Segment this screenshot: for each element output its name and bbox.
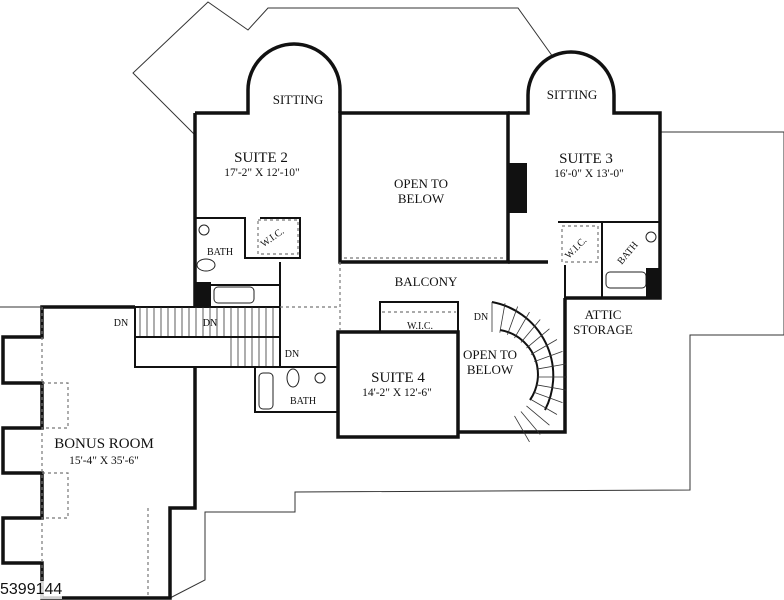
suite3-dims: 16'-0" X 13'-0" xyxy=(554,168,624,180)
bonus-name: BONUS ROOM xyxy=(54,436,154,452)
toilet-icon xyxy=(286,368,300,388)
suite3-name: SUITE 3 xyxy=(559,151,613,167)
tub-icon xyxy=(213,286,255,304)
toilet-icon xyxy=(198,224,210,236)
stair-tread xyxy=(507,306,519,335)
stair-treads xyxy=(139,307,274,367)
balcony-label: BALCONY xyxy=(395,274,458,289)
dn-label-4: DN xyxy=(474,312,488,323)
tub-icon xyxy=(258,372,274,410)
suite4-name: SUITE 4 xyxy=(371,370,425,386)
dn-label-1: DN xyxy=(114,318,128,329)
open-center-line1: OPEN TO xyxy=(394,176,448,191)
wic-right xyxy=(561,225,599,263)
dn-label-2: DN xyxy=(203,318,217,329)
suite3-walls xyxy=(508,50,662,300)
bath-lower-label: BATH xyxy=(290,396,316,407)
column xyxy=(195,282,211,307)
stair-tread xyxy=(514,415,530,443)
roof-outline-right xyxy=(169,131,784,599)
suite2-name: SUITE 2 xyxy=(234,150,288,166)
tub-icon xyxy=(605,271,647,289)
column xyxy=(646,268,660,298)
wic-left xyxy=(257,219,299,255)
stair-tread xyxy=(530,339,558,355)
stair-tread xyxy=(499,303,506,333)
open-stair-line1: OPEN TO xyxy=(463,347,517,362)
bonus-room-walls xyxy=(1,305,197,600)
fireplace xyxy=(508,163,527,213)
roof-outline-top xyxy=(132,1,554,136)
wic-right-label: W.I.C. xyxy=(563,235,589,261)
suite2-walls xyxy=(193,42,342,307)
lower-bath-walls xyxy=(195,366,338,413)
attic-line2: STORAGE xyxy=(573,322,633,337)
suite3-bath-walls xyxy=(558,221,660,298)
open-center-line2: BELOW xyxy=(398,191,445,206)
stair-tread xyxy=(530,399,558,415)
stair-tread xyxy=(534,392,563,404)
stair-tread xyxy=(534,350,563,362)
bonus-dims: 15'-4" X 35'-6" xyxy=(69,455,139,467)
stair-tread xyxy=(526,405,550,426)
bath-right-label: BATH xyxy=(615,240,640,267)
curved-treads xyxy=(491,302,567,443)
stair-tread xyxy=(520,319,541,343)
stair-tread xyxy=(520,411,541,435)
sink-icon xyxy=(314,372,326,384)
stair-tread xyxy=(536,384,566,391)
wic-suite4-label: W.I.C. xyxy=(407,321,433,332)
suite4-dims: 14'-2" X 12'-6" xyxy=(362,387,432,399)
open-stair-line2: BELOW xyxy=(467,362,514,377)
sink-icon xyxy=(196,258,216,272)
bonus-dashed xyxy=(41,307,149,598)
stair-tread xyxy=(526,328,550,349)
listing-id: 5399144 xyxy=(0,581,63,599)
sitting-right-label: SITTING xyxy=(547,87,598,102)
stair-tread xyxy=(514,311,530,339)
wic-suite4 xyxy=(379,301,459,333)
stair-tread xyxy=(536,363,566,370)
attic-line1: ATTIC xyxy=(585,307,622,322)
sitting-left-label: SITTING xyxy=(273,92,324,107)
curved-stair xyxy=(491,301,555,411)
stair-hall-walls xyxy=(458,298,567,434)
wic-left-label: W.I.C. xyxy=(259,226,287,250)
suite2-dims: 17'-2" X 12'-10" xyxy=(224,167,300,179)
bath-left-label: BATH xyxy=(207,247,233,258)
dn-label-3: DN xyxy=(285,349,299,360)
toilet-icon xyxy=(645,231,657,243)
